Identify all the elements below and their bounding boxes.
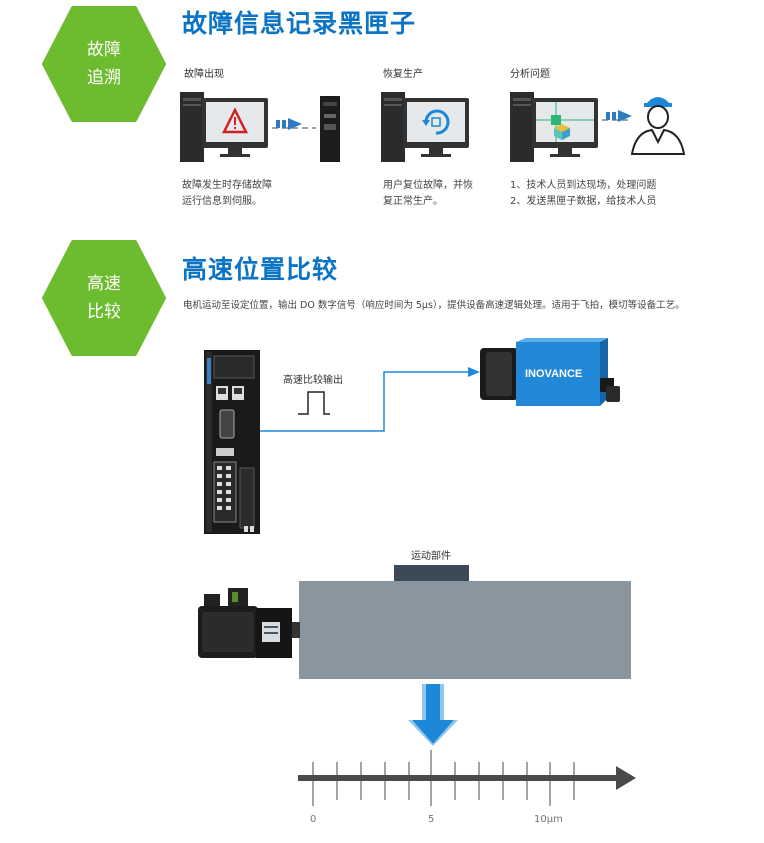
camera-illustration [480,338,620,406]
hexagon-shape [42,6,166,122]
section1-badge: 故障 追溯 [42,6,166,122]
badge-line1: 高速 [87,274,121,294]
step1-caption: 故障发生时存储故障 运行信息到伺服。 [182,178,272,210]
axis-tick-0: 0 [310,814,317,825]
step1-caption-line1: 故障发生时存储故障 [182,180,272,191]
servo-motor-illustration [198,588,300,658]
step2-caption-line2: 复正常生产。 [383,196,443,207]
step2-caption: 用户复位故障，并恢 复正常生产。 [383,178,473,210]
section2-badge: 高速 比较 [42,240,166,356]
moving-part-label: 运动部件 [411,551,451,562]
step3-label: 分析问题 [510,69,550,80]
section2-description: 电机运动至设定位置，输出 DO 数字信号（响应时间为 5μs），提供设备高速逻辑… [183,300,685,311]
fault-computer-illustration [180,92,340,162]
camera-brand: INOVANCE [525,368,583,380]
step3-caption: 1、技术人员到达现场，处理问题 2、发送黑匣子数据，给技术人员 [510,178,656,210]
badge-line1: 故障 [87,40,121,60]
hexagon-shape [42,240,166,356]
axis-tick-10: 10μm [534,814,563,825]
analysis-computer-illustration [510,92,686,162]
section2-title: 高速位置比较 [182,255,339,284]
step2-label: 恢复生产 [383,69,423,80]
reset-computer-illustration [381,92,469,162]
step3-caption-line1: 1、技术人员到达现场，处理问题 [510,180,657,191]
step2-caption-line1: 用户复位故障，并恢 [383,180,473,191]
step1-label: 故障出现 [184,69,224,80]
badge-line2: 追溯 [87,68,121,88]
signal-label: 高速比较输出 [283,375,343,386]
position-axis [298,750,636,806]
axis-tick-5: 5 [428,814,435,825]
step3-caption-line2: 2、发送黑匣子数据，给技术人员 [510,196,657,207]
servo-drive-illustration [204,350,260,534]
section1-title: 故障信息记录黑匣子 [182,9,417,38]
machine-bed [299,581,631,679]
moving-part-block [394,565,469,582]
down-arrow-icon [408,684,458,746]
signal-connection [260,367,480,432]
badge-line2: 比较 [87,302,121,322]
step1-caption-line2: 运行信息到伺服。 [182,196,262,207]
